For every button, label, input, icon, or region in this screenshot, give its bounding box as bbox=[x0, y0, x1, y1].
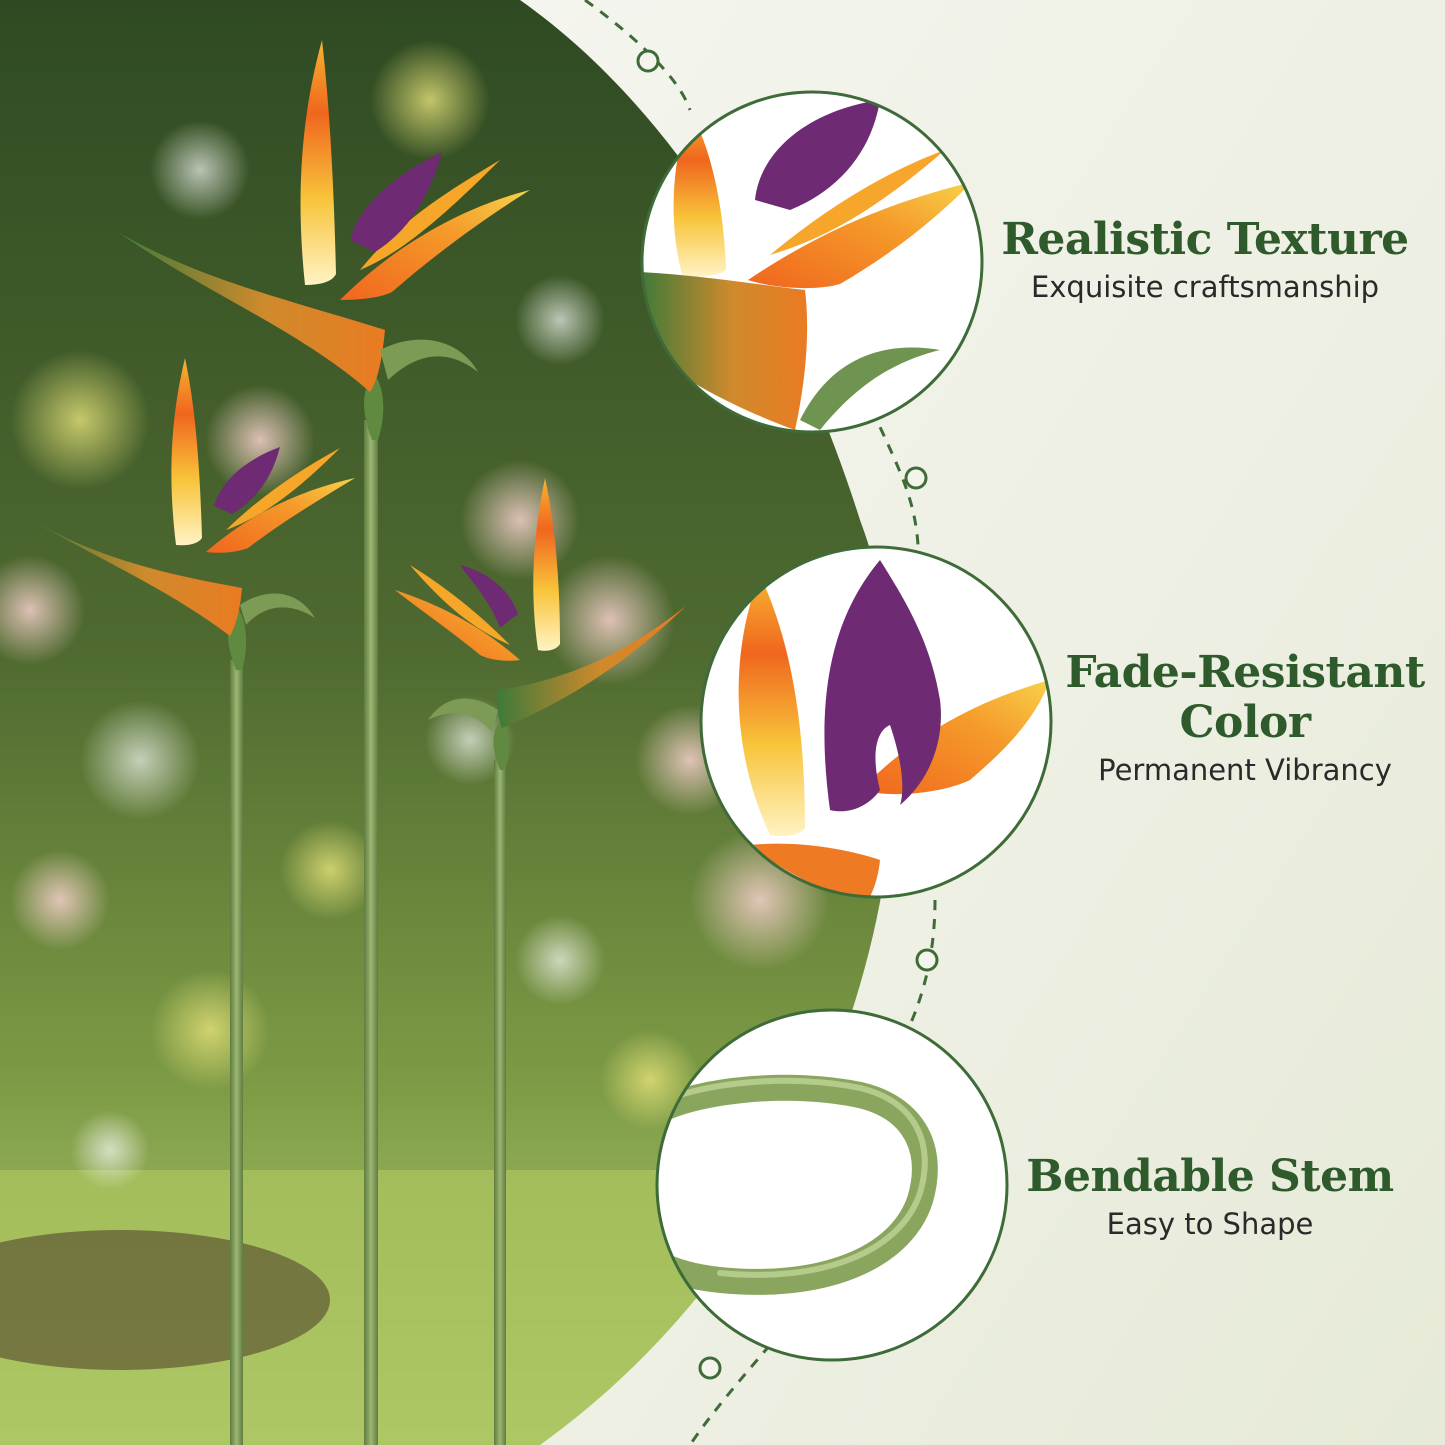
flower-color-closeup-icon bbox=[701, 547, 1051, 897]
flower-right bbox=[395, 478, 686, 1445]
flower-left bbox=[28, 358, 355, 1445]
feature-bendable-stem: Bendable Stem Easy to Shape bbox=[1010, 1152, 1410, 1242]
flower-texture-closeup-icon bbox=[642, 92, 982, 432]
feature-subtitle: Easy to Shape bbox=[1106, 1207, 1314, 1241]
feature-title: Bendable Stem bbox=[1026, 1151, 1394, 1202]
feature-title: Realistic Texture bbox=[1001, 214, 1409, 265]
bent-stem-closeup-icon bbox=[657, 1010, 1007, 1360]
feature-subtitle: Exquisite craftsmanship bbox=[1030, 270, 1380, 304]
feature-realistic-texture: Realistic Texture Exquisite craftsmanshi… bbox=[990, 215, 1420, 305]
flower-tall bbox=[118, 40, 530, 1445]
feature-fade-resistant-color: Fade-Resistant Color Permanent Vibrancy bbox=[1045, 648, 1445, 788]
feature-subtitle: Permanent Vibrancy bbox=[1098, 753, 1392, 787]
feature-title: Fade-Resistant Color bbox=[1065, 647, 1425, 748]
